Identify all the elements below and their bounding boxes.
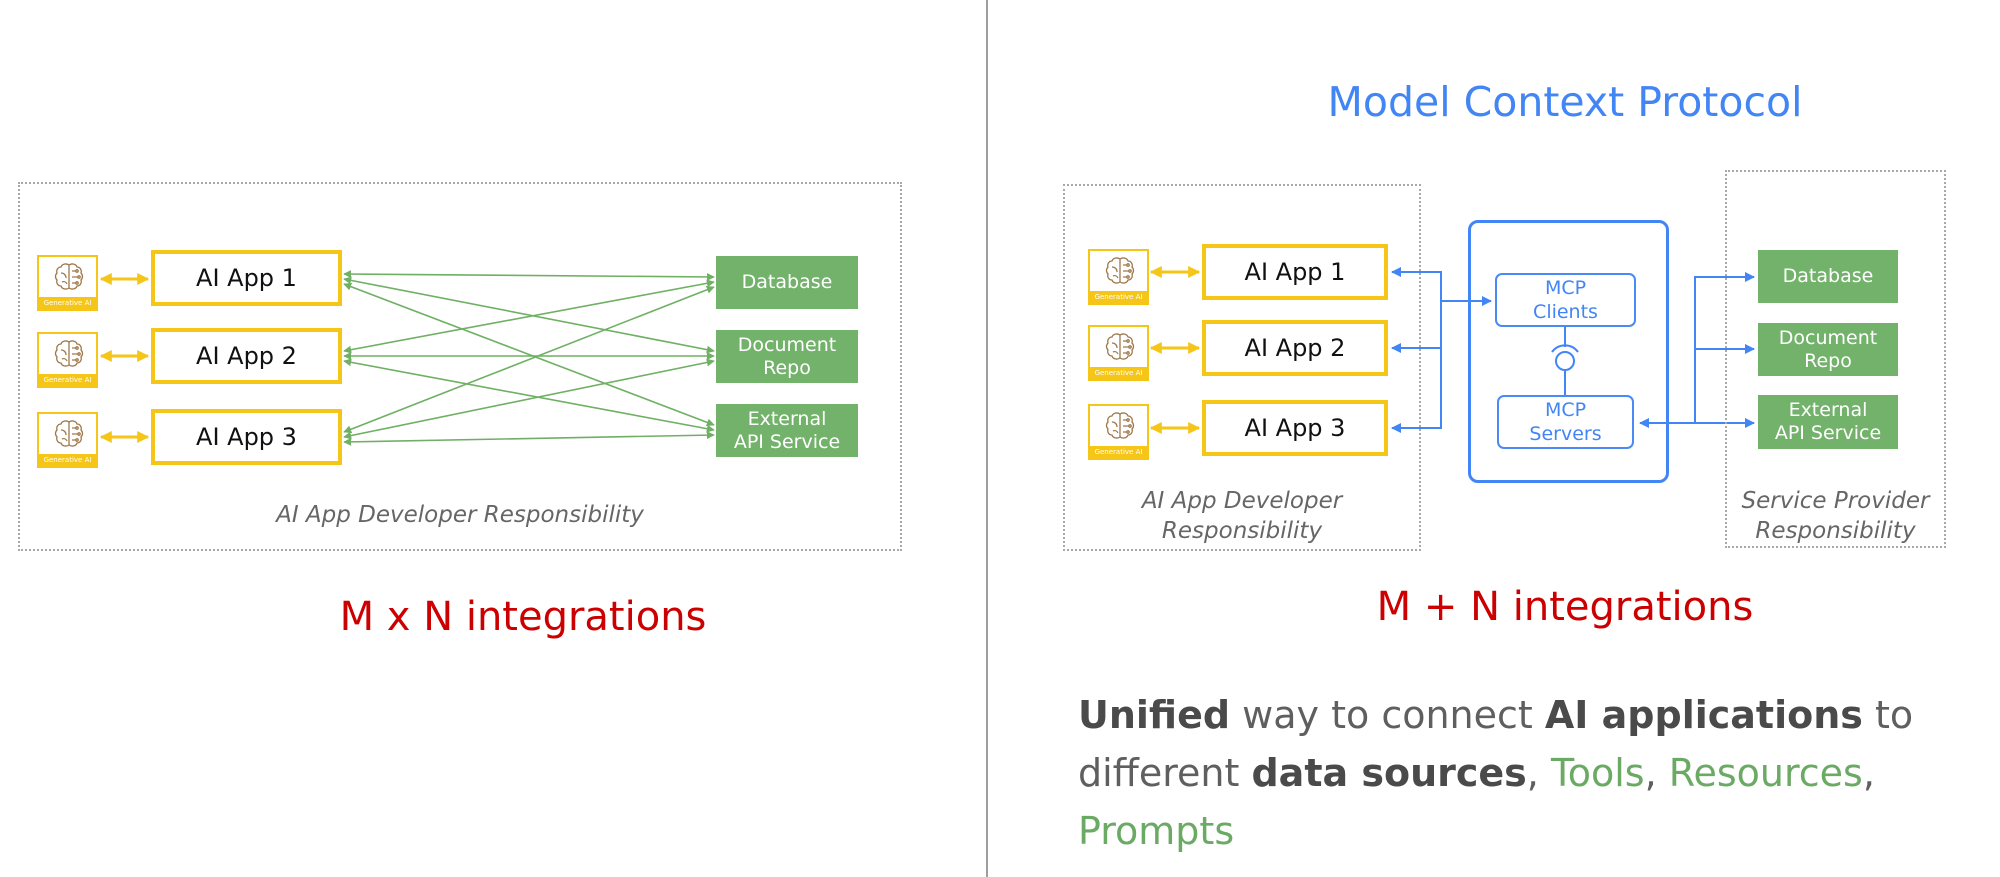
- desc-text: ,: [1644, 751, 1669, 795]
- generative-ai-brain-icon: Generative AI: [1088, 325, 1149, 381]
- icon-caption: Generative AI: [39, 297, 96, 309]
- icon-caption: Generative AI: [1090, 291, 1147, 303]
- developer-responsibility-box: [18, 182, 902, 551]
- left-app-2: AI App 2: [151, 328, 342, 384]
- desc-text: ,: [1862, 751, 1875, 795]
- icon-caption: Generative AI: [1090, 367, 1147, 379]
- left-service-database: Database: [716, 256, 858, 309]
- app-label: AI App 3: [1244, 414, 1346, 442]
- right-service-external-api: External API Service: [1758, 395, 1898, 449]
- desc-text: ,: [1526, 751, 1551, 795]
- left-service-external-api: External API Service: [716, 404, 858, 457]
- right-app-1: AI App 1: [1202, 244, 1388, 300]
- icon-caption: Generative AI: [39, 454, 96, 466]
- desc-ai-applications: AI applications: [1544, 693, 1863, 737]
- app-label: AI App 1: [196, 264, 297, 292]
- mcp-container: [1468, 220, 1669, 483]
- desc-prompts: Prompts: [1078, 809, 1235, 853]
- right-app-3: AI App 3: [1202, 400, 1388, 456]
- integration-line-app3-service1: [343, 285, 715, 434]
- desc-text: way to connect: [1230, 693, 1545, 737]
- service-provider-responsibility-box: [1725, 170, 1946, 548]
- generative-ai-brain-icon: Generative AI: [37, 332, 98, 388]
- mcp-clients-box: MCP Clients: [1495, 273, 1636, 327]
- right-developer-responsibility-box: [1063, 184, 1421, 551]
- icon-caption: Generative AI: [1090, 446, 1147, 458]
- desc-tools: Tools: [1550, 751, 1645, 795]
- mcp-title: Model Context Protocol: [1327, 78, 1803, 126]
- desc-data-sources: data sources: [1251, 751, 1527, 795]
- mxn-integrations-label: M x N integrations: [339, 594, 707, 640]
- desc-text: to different: [1078, 693, 1914, 795]
- app-label: AI App 2: [196, 342, 297, 370]
- mpn-integrations-label: M + N integrations: [1376, 584, 1754, 630]
- generative-ai-brain-icon: Generative AI: [1088, 404, 1149, 460]
- mcp-servers-box: MCP Servers: [1497, 395, 1634, 449]
- integration-line-app2-service3: [343, 358, 715, 433]
- right-app-2: AI App 2: [1202, 320, 1388, 376]
- desc-unified: Unified: [1078, 693, 1231, 737]
- left-app-3: AI App 3: [151, 409, 342, 465]
- integration-line-app3-service2: [343, 358, 715, 440]
- generative-ai-brain-icon: Generative AI: [37, 255, 98, 311]
- right-service-database: Database: [1758, 250, 1898, 303]
- service-provider-responsibility-label: Service Provider Responsibility: [1741, 488, 1930, 544]
- app-label: AI App 3: [196, 423, 297, 451]
- interface-socket: [1551, 344, 1579, 353]
- right-developer-responsibility-label: AI App Developer Responsibility: [1141, 488, 1343, 544]
- mcp-description: Unified way to connect AI applications t…: [1078, 686, 1978, 860]
- left-responsibility-label: AI App Developer Responsibility: [276, 502, 644, 528]
- left-service-document-repo: Document Repo: [716, 330, 858, 383]
- panel-divider: [986, 0, 988, 877]
- integration-line-app1-service1: [343, 270, 715, 281]
- icon-caption: Generative AI: [39, 374, 96, 386]
- app-label: AI App 1: [1244, 258, 1346, 286]
- integration-line-app1-service3: [343, 282, 715, 427]
- desc-resources: Resources: [1668, 751, 1863, 795]
- generative-ai-brain-icon: Generative AI: [37, 412, 98, 468]
- integration-line-app3-service3: [343, 431, 715, 446]
- generative-ai-brain-icon: Generative AI: [1088, 249, 1149, 305]
- app-label: AI App 2: [1244, 334, 1346, 362]
- right-service-document-repo: Document Repo: [1758, 323, 1898, 376]
- left-app-1: AI App 1: [151, 250, 342, 306]
